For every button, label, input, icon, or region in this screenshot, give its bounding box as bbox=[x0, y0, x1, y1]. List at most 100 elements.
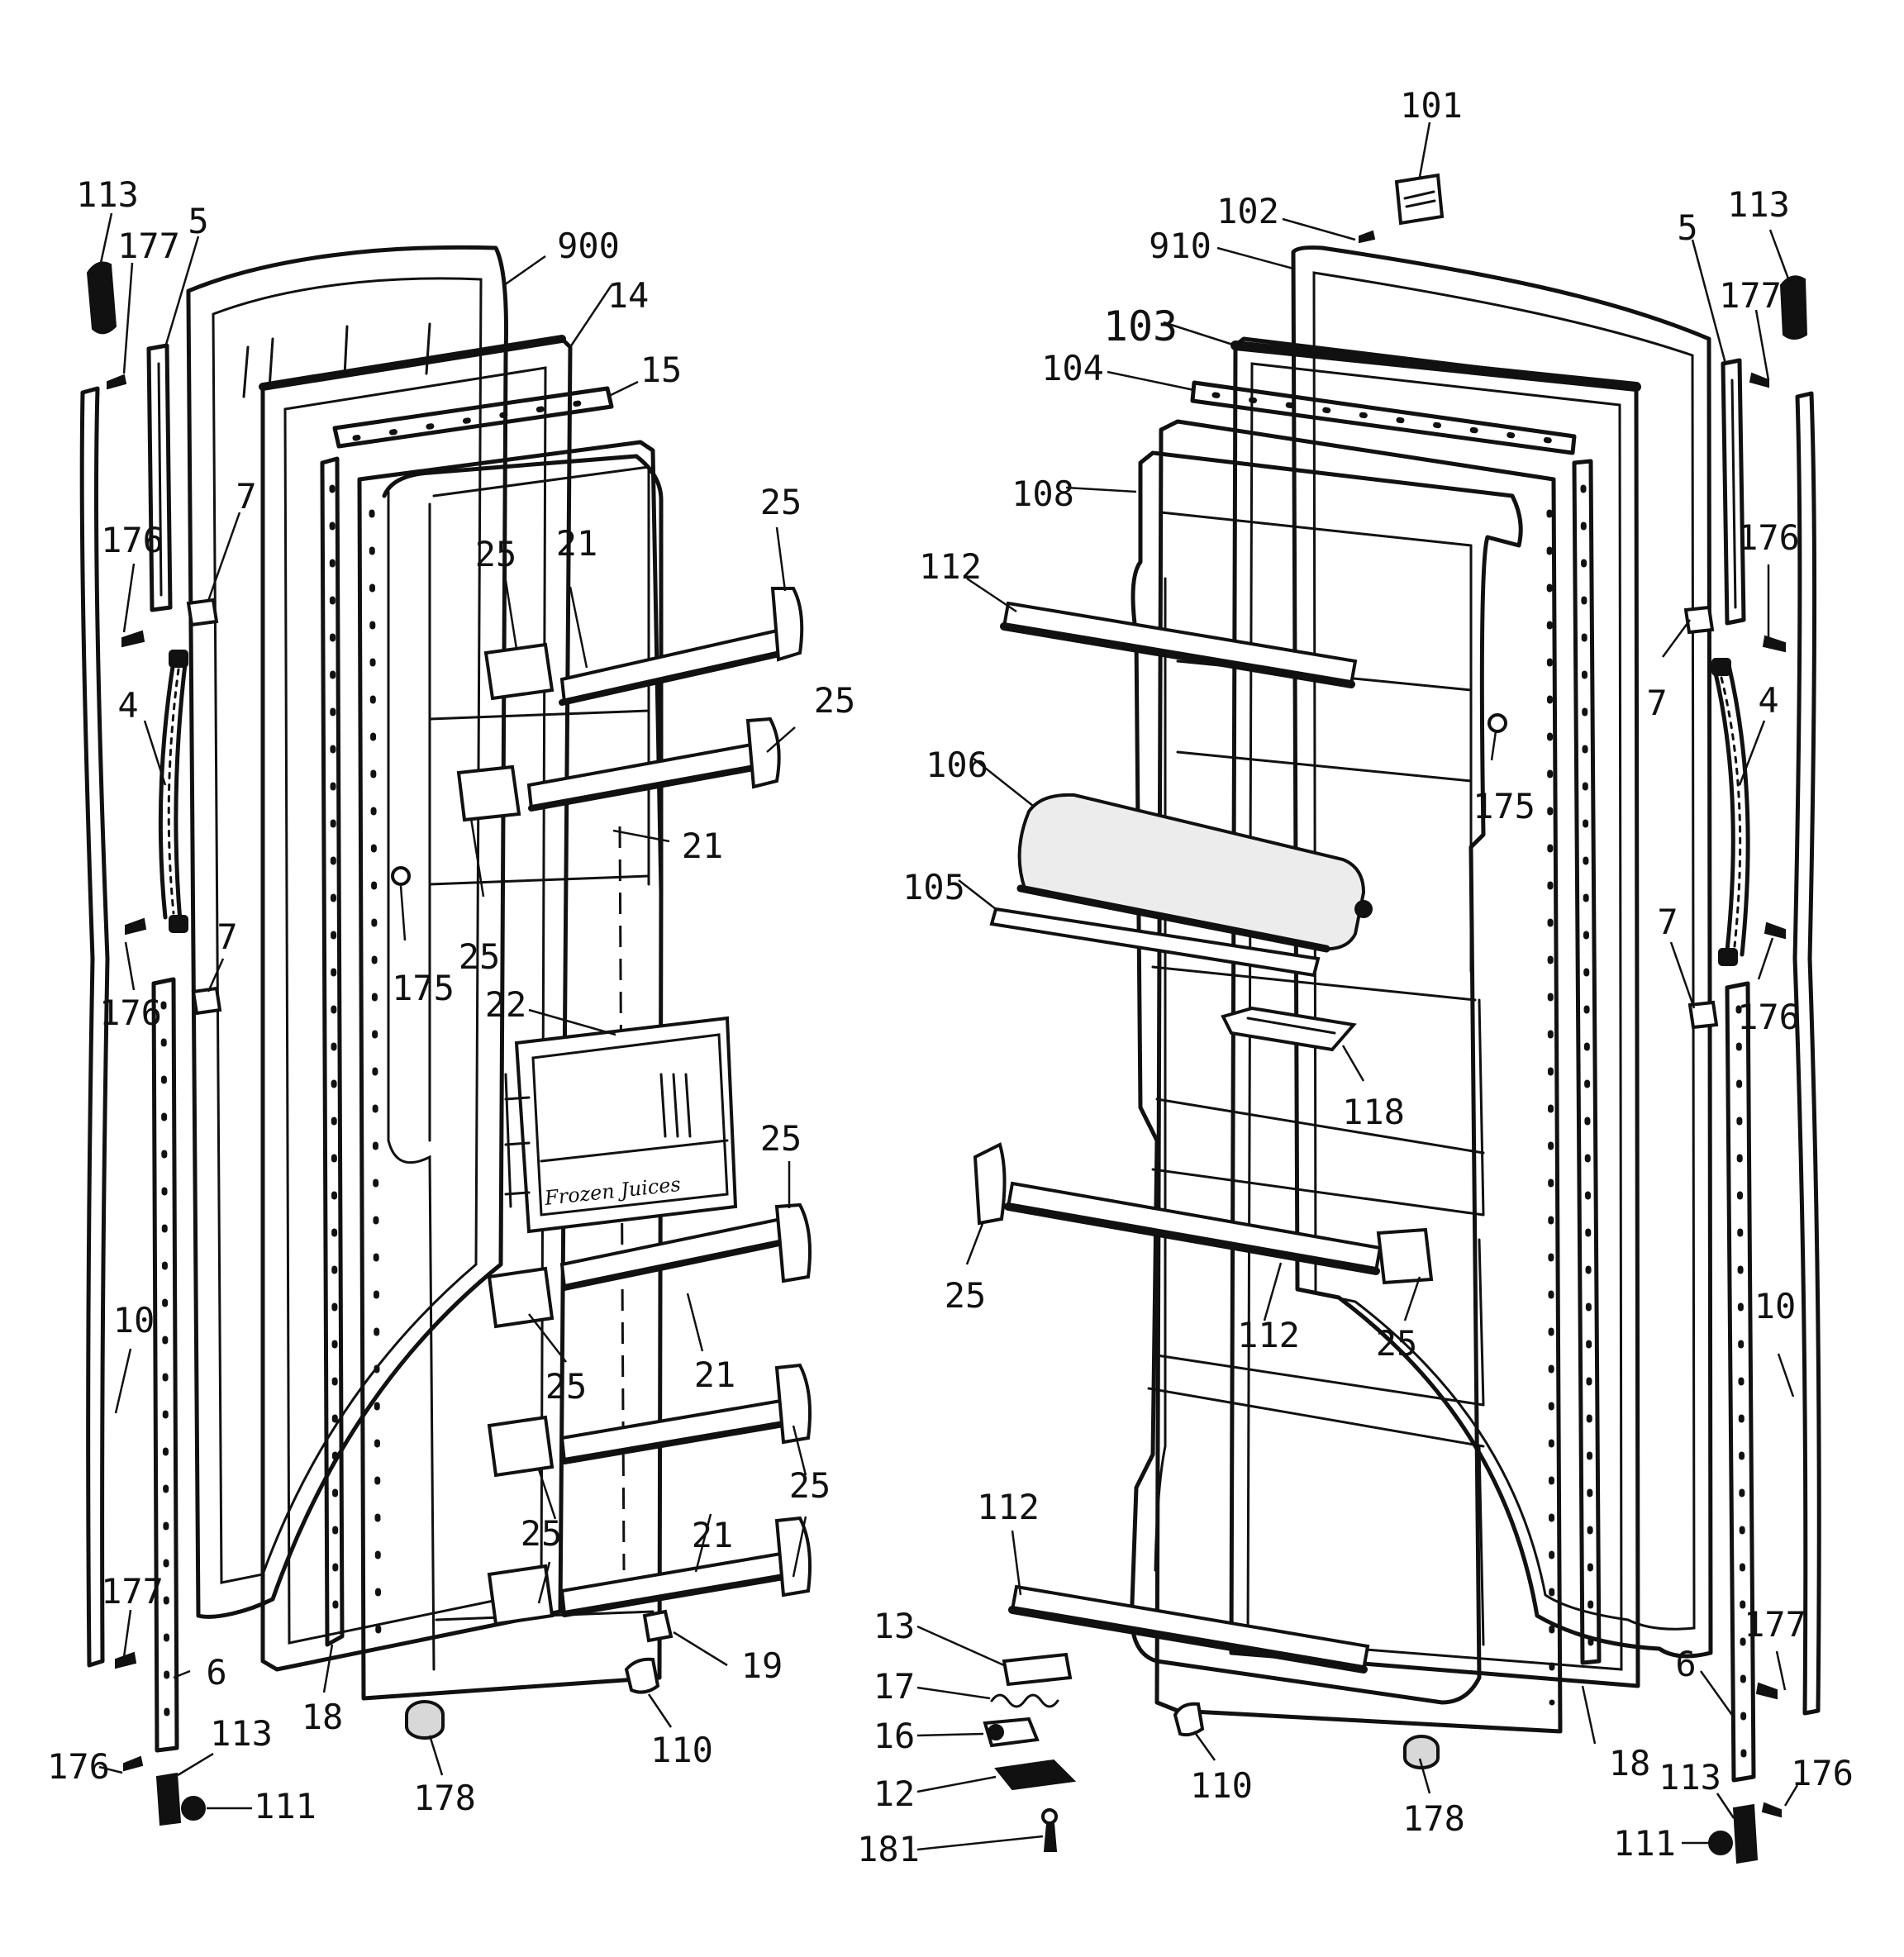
callout-4-left: 4 bbox=[117, 685, 138, 726]
callout-176-bottom-left: 176 bbox=[47, 1746, 110, 1787]
callout-113: 113 bbox=[76, 174, 139, 215]
fresh-food-cap bbox=[1173, 1702, 1205, 1737]
freezer-shelf-bar-2 bbox=[526, 741, 762, 812]
freezer-breaker-strip bbox=[320, 456, 345, 1647]
freezer-door-seal-strip bbox=[79, 386, 110, 1668]
freezer-screws bbox=[107, 374, 147, 1772]
callout-113-bottom-right: 113 bbox=[1659, 1757, 1721, 1797]
callout-102: 102 bbox=[1216, 191, 1279, 231]
callout-labels: 113 177 5 900 14 15 7 176 4 25 21 25 25 … bbox=[47, 85, 1854, 1869]
fresh-food-shelf-bar-middle bbox=[1004, 1181, 1383, 1275]
freezer-top-trim-strip bbox=[332, 386, 614, 449]
callout-177-lower-right: 177 bbox=[1744, 1604, 1806, 1645]
callout-21-a: 21 bbox=[556, 523, 598, 564]
fresh-food-upper-shim bbox=[1683, 605, 1715, 635]
callout-113-top-right: 113 bbox=[1727, 184, 1790, 225]
callout-112-bottom: 112 bbox=[977, 1487, 1040, 1527]
callout-176-mid-left: 176 bbox=[99, 993, 162, 1033]
callout-112-middle: 112 bbox=[1237, 1315, 1300, 1355]
frozen-juice-bin: Frozen Juices bbox=[504, 1016, 738, 1234]
callout-6-right: 6 bbox=[1675, 1644, 1696, 1684]
fresh-food-door-gasket bbox=[1229, 336, 1640, 1688]
callout-106: 106 bbox=[926, 745, 988, 785]
callout-25-d: 25 bbox=[459, 936, 501, 977]
callout-22: 22 bbox=[485, 984, 527, 1025]
freezer-shelf-bar-4 bbox=[559, 1398, 787, 1464]
callout-25-g: 25 bbox=[545, 1366, 588, 1407]
fresh-food-top-hinge-cover bbox=[1779, 275, 1808, 340]
callout-25-f: 25 bbox=[760, 1118, 802, 1159]
callout-177-lower-left: 177 bbox=[101, 1571, 164, 1612]
fresh-food-shelf-brackets bbox=[973, 1142, 1434, 1285]
fresh-food-door-seal-strip bbox=[1792, 391, 1821, 1716]
callout-4-right: 4 bbox=[1758, 680, 1778, 721]
fresh-food-shelf-bar-bottom bbox=[1008, 1584, 1370, 1674]
freezer-shelf-bar-1 bbox=[559, 627, 787, 706]
dairy-shelf bbox=[989, 907, 1321, 978]
freezer-foot bbox=[405, 1700, 445, 1740]
callout-7-upper-right: 7 bbox=[1646, 683, 1667, 723]
callout-17: 17 bbox=[873, 1666, 916, 1707]
fresh-food-door-assembly bbox=[973, 173, 1821, 1864]
callout-13: 13 bbox=[873, 1606, 916, 1646]
callout-176-upper-right: 176 bbox=[1737, 517, 1800, 558]
butter-tray bbox=[1221, 1006, 1357, 1052]
callout-910: 910 bbox=[1149, 226, 1211, 266]
callout-25-i: 25 bbox=[521, 1513, 563, 1554]
callout-103: 103 bbox=[1103, 302, 1178, 350]
callout-12: 12 bbox=[873, 1774, 916, 1814]
fresh-food-screws bbox=[1359, 230, 1786, 1818]
callout-104: 104 bbox=[1041, 348, 1104, 388]
freezer-outer-door-panel bbox=[186, 245, 508, 1619]
callout-25-h: 25 bbox=[789, 1465, 831, 1506]
freezer-upper-side-trim bbox=[146, 343, 173, 612]
callout-21-d: 21 bbox=[692, 1515, 734, 1555]
fresh-food-door-handle bbox=[1712, 663, 1750, 957]
callout-10-right: 10 bbox=[1754, 1286, 1797, 1326]
fresh-food-door-liner bbox=[1154, 419, 1563, 1734]
fresh-food-foot bbox=[1403, 1735, 1440, 1769]
callout-110-left: 110 bbox=[650, 1730, 713, 1770]
freezer-upper-shim bbox=[186, 598, 219, 627]
callout-181: 181 bbox=[857, 1829, 920, 1869]
callout-6-left: 6 bbox=[206, 1652, 226, 1693]
callout-176-mid-right: 176 bbox=[1737, 997, 1800, 1037]
freezer-shelf-brackets bbox=[456, 587, 812, 1626]
callout-7-lower-right: 7 bbox=[1657, 902, 1678, 942]
fresh-food-hinge-nut bbox=[1708, 1831, 1733, 1855]
callout-25-a: 25 bbox=[475, 534, 517, 574]
fresh-food-top-trim-strip bbox=[1190, 380, 1577, 455]
callout-110-right: 110 bbox=[1190, 1765, 1253, 1806]
freezer-cap bbox=[624, 1657, 660, 1694]
callout-5-right: 5 bbox=[1677, 207, 1697, 248]
callout-177-upper-right: 177 bbox=[1719, 275, 1782, 316]
bottom-hinge-parts bbox=[983, 1652, 1077, 1852]
callout-21-c: 21 bbox=[694, 1355, 736, 1395]
callout-25-l: 25 bbox=[1376, 1323, 1418, 1364]
callout-21-b: 21 bbox=[682, 826, 724, 866]
nameplate bbox=[1394, 173, 1445, 226]
freezer-lower-side-trim bbox=[151, 977, 179, 1753]
callout-16: 16 bbox=[873, 1716, 916, 1756]
callout-900: 900 bbox=[557, 226, 620, 266]
fresh-food-lower-side-trim bbox=[1725, 981, 1756, 1783]
callout-178-left: 178 bbox=[413, 1778, 476, 1818]
freezer-shelf-bar-3 bbox=[559, 1217, 787, 1291]
freezer-hinge-nut bbox=[181, 1796, 206, 1821]
fresh-food-breaker-strip bbox=[1572, 459, 1602, 1665]
hinge-shim-plate bbox=[1002, 1652, 1073, 1687]
callout-118: 118 bbox=[1342, 1092, 1405, 1132]
callout-19: 19 bbox=[741, 1645, 783, 1686]
callout-10-left: 10 bbox=[113, 1300, 155, 1340]
callout-111-right: 111 bbox=[1613, 1823, 1676, 1864]
callout-leader-lines bbox=[98, 121, 1799, 1851]
fresh-food-shelf-bar-top bbox=[1000, 601, 1358, 688]
callout-101: 101 bbox=[1400, 85, 1463, 126]
fresh-food-liner-screw bbox=[1488, 713, 1507, 733]
dairy-compartment-door bbox=[1016, 793, 1373, 953]
callout-175-left: 175 bbox=[392, 968, 455, 1008]
callout-15: 15 bbox=[640, 350, 683, 390]
freezer-rear-bracket bbox=[642, 1609, 674, 1643]
callout-25-c: 25 bbox=[814, 680, 856, 721]
freezer-door-handle bbox=[158, 655, 188, 924]
